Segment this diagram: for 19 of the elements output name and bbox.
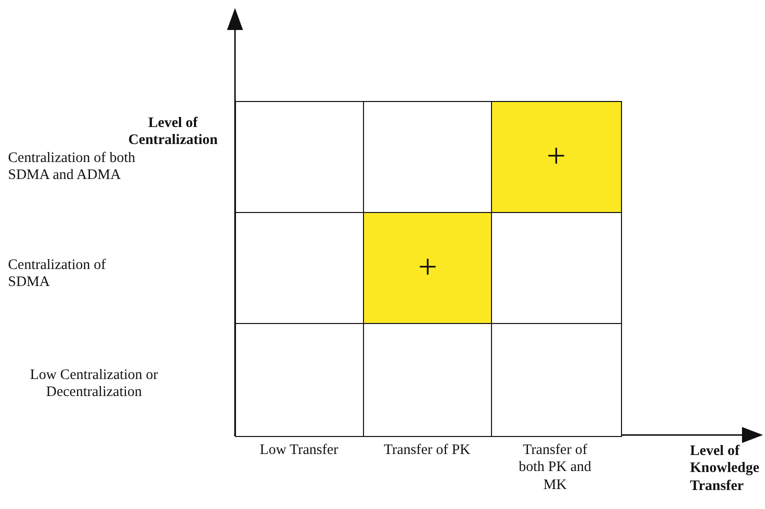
grid-cell [363,323,492,436]
grid-cell [235,323,364,436]
grid-cell [363,101,492,214]
axis-title: Level of Centralization [127,115,219,150]
grid-cell [235,101,364,214]
plus-sign: + [418,251,438,286]
grid-cell [235,212,364,324]
category-label: Centralization of both SDMA and ADMA [8,150,136,185]
highlighted-cell [491,101,622,214]
plus-sign: + [546,140,566,174]
highlighted-cell [363,212,492,324]
axis-title: Level of Knowledge Transfer [690,443,760,496]
grid-cell [491,212,622,324]
category-label: Transfer of PK [382,442,472,460]
category-label: Low Transfer [258,442,340,460]
category-label: Low Centralization or Decentralization [28,367,160,402]
category-label: Transfer of both PK and MK [518,442,592,494]
category-label: Centralization of SDMA [8,257,107,292]
grid-cell [491,323,622,436]
